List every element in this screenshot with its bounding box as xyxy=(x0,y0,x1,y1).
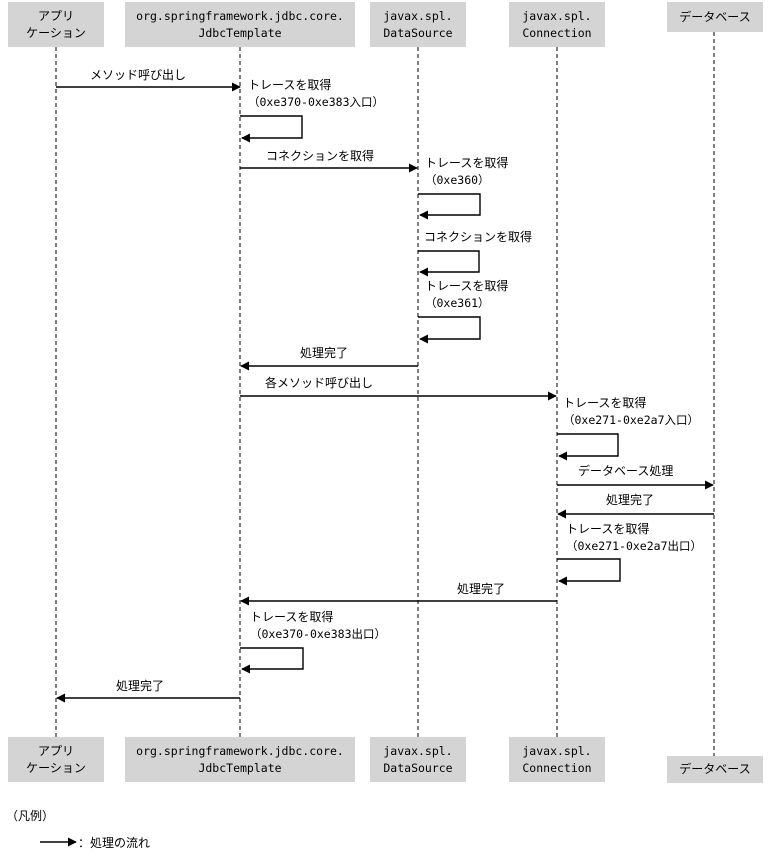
arrow-self-trace-ds-2 xyxy=(418,316,481,344)
label-complete-conn: 処理完了 xyxy=(457,582,506,596)
participant-database-top: データベース xyxy=(667,2,763,32)
label-trace-jdbc-exit-code: （0xe370-0xe383出口） xyxy=(250,627,387,641)
participant-app-line1: アプリ xyxy=(37,743,74,758)
label-db-processing: データベース処理 xyxy=(578,464,674,478)
label-trace-ds-2-code: （0xe361） xyxy=(425,296,490,310)
arrow-self-trace-conn-exit xyxy=(557,558,621,586)
legend-arrow-description: ：処理の流れ xyxy=(78,836,151,850)
participant-database-label: データベース xyxy=(679,762,751,776)
participant-datasource-line1: javax.spl. xyxy=(383,8,453,23)
label-trace-conn-exit: トレースを取得 xyxy=(566,522,650,536)
label-trace-ds-1: トレースを取得 xyxy=(425,156,509,170)
label-trace-conn-entry-code: （0xe271-0xe2a7入口） xyxy=(563,413,700,427)
participant-connection-line1: javax.spl. xyxy=(522,8,592,23)
legend-title: （凡例） xyxy=(6,809,55,823)
participant-datasource-top: javax.spl. DataSource xyxy=(370,2,466,47)
label-trace-ds-1-code: （0xe360） xyxy=(425,173,490,187)
participant-app-line2: ケーション xyxy=(26,25,86,40)
participant-connection-line1: javax.spl. xyxy=(522,743,592,758)
participant-app-line1: アプリ xyxy=(37,8,74,23)
participant-jdbc-line1: org.springframework.jdbc.core. xyxy=(136,743,344,758)
participant-jdbc-line2: JdbcTemplate xyxy=(198,25,282,40)
participant-app-top: アプリ ケーション xyxy=(8,2,104,47)
participant-connection-top: javax.spl. Connection xyxy=(509,2,605,47)
label-trace-jdbc-exit: トレースを取得 xyxy=(250,610,334,624)
participant-datasource-bottom: javax.spl. DataSource xyxy=(370,737,466,782)
participant-database-bottom: データベース xyxy=(667,756,763,783)
participant-jdbc-bottom: org.springframework.jdbc.core. JdbcTempl… xyxy=(125,737,355,782)
arrow-self-trace-ds-1 xyxy=(418,193,481,220)
arrow-self-trace-conn-entry xyxy=(557,433,619,461)
label-trace-jdbc-entry: トレースを取得 xyxy=(248,78,332,92)
participant-datasource-line1: javax.spl. xyxy=(383,743,453,758)
participant-app-bottom: アプリ ケーション xyxy=(8,737,104,782)
participant-connection-line2: Connection xyxy=(522,25,592,40)
participant-connection-bottom: javax.spl. Connection xyxy=(509,737,605,782)
label-method-call: メソッド呼び出し xyxy=(90,68,187,82)
participant-datasource-line2: DataSource xyxy=(383,25,453,40)
participant-jdbc-line2: JdbcTemplate xyxy=(198,760,282,775)
label-complete-jdbc: 処理完了 xyxy=(116,679,165,693)
label-trace-jdbc-entry-code: （0xe370-0xe383入口） xyxy=(248,95,385,109)
participant-jdbc-top: org.springframework.jdbc.core. JdbcTempl… xyxy=(125,2,355,47)
arrow-self-trace-jdbc-exit xyxy=(240,647,304,674)
participant-datasource-line2: DataSource xyxy=(383,760,453,775)
participant-app-line2: ケーション xyxy=(26,760,86,775)
participant-connection-line2: Connection xyxy=(522,760,592,775)
label-complete-db: 処理完了 xyxy=(606,493,655,507)
arrow-self-trace-jdbc-entry xyxy=(240,115,303,143)
label-trace-ds-2: トレースを取得 xyxy=(425,279,509,293)
participant-jdbc-line1: org.springframework.jdbc.core. xyxy=(136,8,344,23)
arrow-self-get-connection-ds xyxy=(418,250,480,277)
label-trace-conn-entry: トレースを取得 xyxy=(563,396,647,410)
label-trace-conn-exit-code: （0xe271-0xe2a7出口） xyxy=(566,539,703,553)
label-complete-ds: 処理完了 xyxy=(300,346,349,360)
participant-database-label: データベース xyxy=(679,9,751,24)
label-get-connection-ds: コネクションを取得 xyxy=(424,230,533,244)
label-each-method-call: 各メソッド呼び出し xyxy=(265,376,374,390)
label-get-connection: コネクションを取得 xyxy=(266,149,375,163)
